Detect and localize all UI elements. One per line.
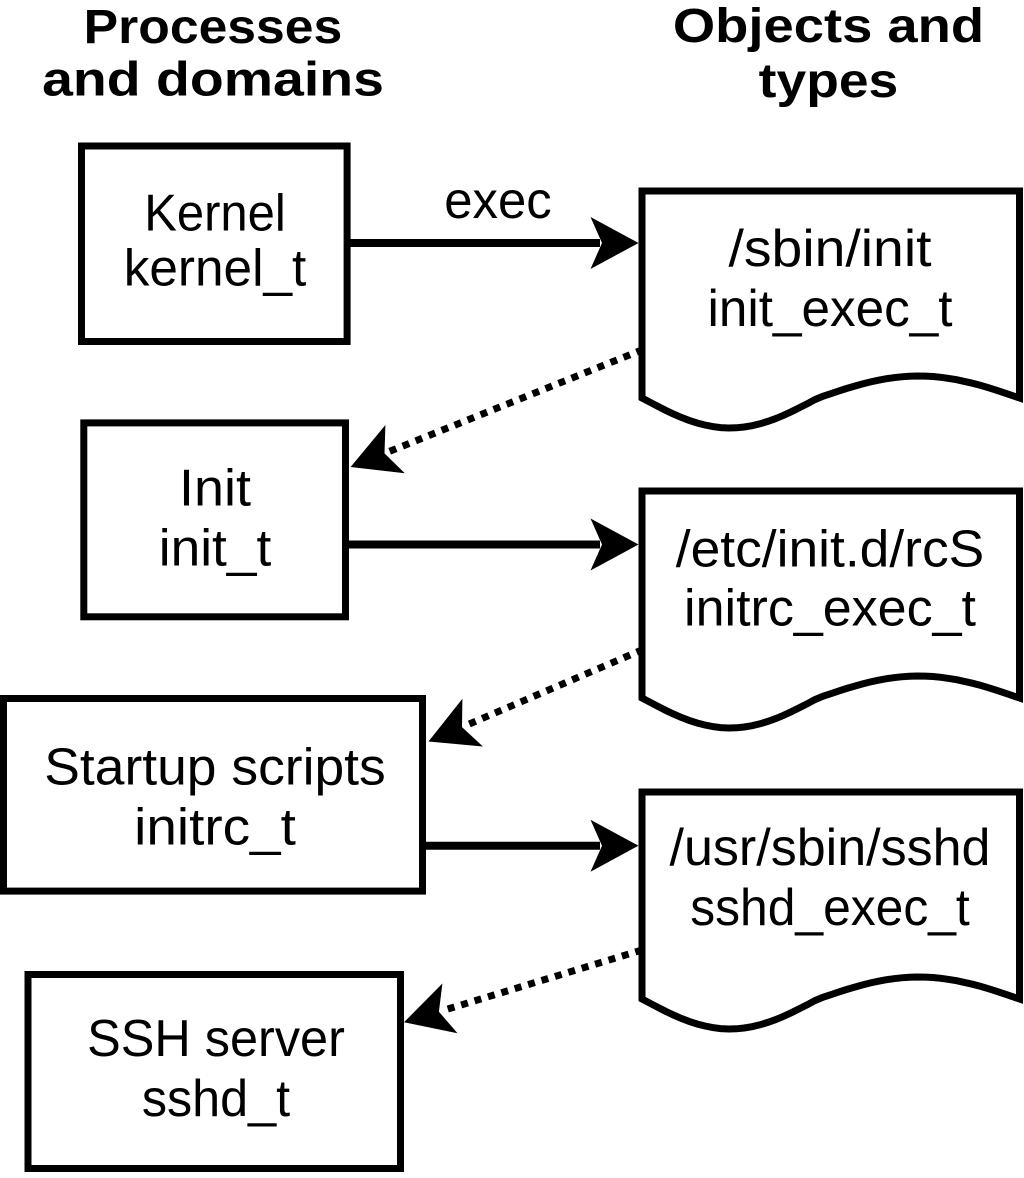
svg-text:/sbin/init: /sbin/init [729, 220, 933, 278]
svg-text:exec: exec [444, 172, 552, 230]
svg-text:Processes: Processes [84, 0, 343, 54]
svg-text:and domains: and domains [42, 53, 384, 107]
svg-text:Kernel: Kernel [144, 185, 286, 243]
svg-text:kernel_t: kernel_t [124, 240, 307, 298]
svg-text:initrc_t: initrc_t [134, 799, 296, 857]
svg-text:init_exec_t: init_exec_t [708, 280, 954, 338]
svg-text:types: types [759, 54, 899, 108]
svg-text:/usr/sbin/sshd: /usr/sbin/sshd [670, 819, 991, 877]
svg-text:initrc_exec_t: initrc_exec_t [684, 580, 976, 638]
svg-text:Init: Init [179, 460, 251, 518]
svg-text:SSH server: SSH server [87, 1010, 345, 1068]
svg-text:init_t: init_t [159, 520, 272, 578]
svg-text:Startup scripts: Startup scripts [44, 739, 386, 797]
svg-text:/etc/init.d/rcS: /etc/init.d/rcS [676, 521, 985, 579]
svg-text:sshd_t: sshd_t [142, 1070, 291, 1128]
svg-text:sshd_exec_t: sshd_exec_t [690, 879, 970, 937]
svg-text:Objects and: Objects and [673, 0, 984, 53]
